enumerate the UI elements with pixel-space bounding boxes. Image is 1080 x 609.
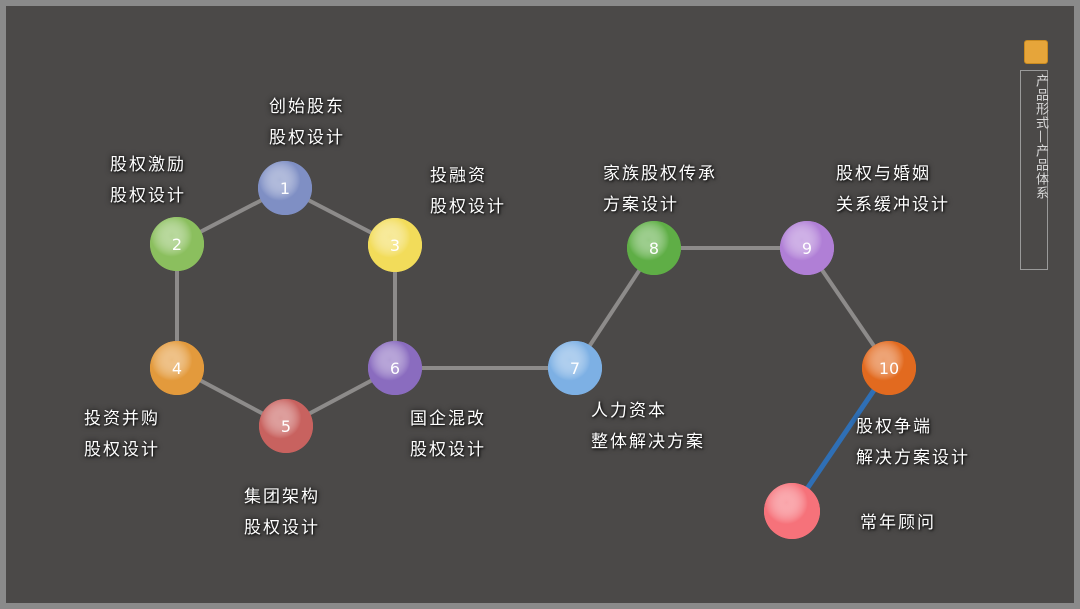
node-shine-3 <box>368 218 422 272</box>
node-shine-8 <box>627 221 681 275</box>
sidebar-title: 产品形式 <box>1033 74 1048 130</box>
node-shine-2 <box>150 217 204 271</box>
node-caption-9: 股权与婚姻关系缓冲设计 <box>836 159 950 221</box>
caption-line: 整体解决方案 <box>591 432 705 452</box>
node-caption-1: 创始股东股权设计 <box>269 92 345 154</box>
caption-line: 人力资本 <box>591 401 667 421</box>
node-number-8: 8 <box>649 239 659 258</box>
caption-line: 股权设计 <box>410 440 486 460</box>
caption-line: 股权与婚姻 <box>836 164 931 184</box>
node-shine-11 <box>764 483 820 539</box>
node-shine-5 <box>259 399 313 453</box>
caption-line: 关系缓冲设计 <box>836 195 950 215</box>
caption-line: 投资并购 <box>84 409 160 429</box>
node-caption-5: 集团架构股权设计 <box>244 482 320 544</box>
node-9: 9 <box>780 221 834 275</box>
node-caption-7: 人力资本整体解决方案 <box>591 396 705 458</box>
node-2: 2 <box>150 217 204 271</box>
caption-line: 解决方案设计 <box>856 448 970 468</box>
sidebar-frame <box>1020 70 1048 270</box>
caption-line: 家族股权传承 <box>603 164 717 184</box>
accent-square <box>1024 40 1048 64</box>
node-shine-10 <box>862 341 916 395</box>
node-shine-6 <box>368 341 422 395</box>
node-10: 10 <box>862 341 916 395</box>
node-shine-9 <box>780 221 834 275</box>
caption-line: 常年顾问 <box>860 513 936 533</box>
node-number-3: 3 <box>390 236 400 255</box>
node-caption-8: 家族股权传承方案设计 <box>603 159 717 221</box>
caption-line: 股权设计 <box>84 440 160 460</box>
caption-line: 集团架构 <box>244 487 320 507</box>
caption-line: 股权设计 <box>110 186 186 206</box>
node-7: 7 <box>548 341 602 395</box>
node-4: 4 <box>150 341 204 395</box>
caption-line: 股权设计 <box>430 197 506 217</box>
caption-line: 股权设计 <box>269 128 345 148</box>
node-11 <box>764 483 820 539</box>
sidebar-divider: — <box>1033 130 1048 144</box>
node-number-10: 10 <box>879 359 899 378</box>
node-number-5: 5 <box>281 417 291 436</box>
node-number-1: 1 <box>280 179 290 198</box>
caption-line: 方案设计 <box>603 195 679 215</box>
node-5: 5 <box>259 399 313 453</box>
node-caption-4: 投资并购股权设计 <box>84 404 160 466</box>
caption-line: 股权激励 <box>110 155 186 175</box>
node-caption-11: 常年顾问 <box>860 508 936 539</box>
node-number-9: 9 <box>802 239 812 258</box>
edge-10-11 <box>789 366 892 513</box>
equity-product-network: 1 2 3 4 5 6 7 8 9 10 <box>150 161 916 539</box>
caption-line: 股权设计 <box>244 518 320 538</box>
node-number-2: 2 <box>172 235 182 254</box>
node-number-6: 6 <box>390 359 400 378</box>
node-8: 8 <box>627 221 681 275</box>
sidebar-caption: 产品形式—产品体系 <box>1020 74 1048 200</box>
node-shine-4 <box>150 341 204 395</box>
caption-line: 国企混改 <box>410 409 486 429</box>
node-number-4: 4 <box>172 359 182 378</box>
node-3: 3 <box>368 218 422 272</box>
caption-line: 投融资 <box>430 166 487 186</box>
node-shine-1 <box>258 161 312 215</box>
node-6: 6 <box>368 341 422 395</box>
node-caption-2: 股权激励股权设计 <box>110 150 186 212</box>
caption-line: 股权争端 <box>856 417 932 437</box>
node-shine-7 <box>548 341 602 395</box>
node-number-7: 7 <box>570 359 580 378</box>
node-caption-10: 股权争端解决方案设计 <box>856 412 970 474</box>
node-caption-6: 国企混改股权设计 <box>410 404 486 466</box>
node-1: 1 <box>258 161 312 215</box>
sidebar-subtitle: 产品体系 <box>1033 144 1048 200</box>
node-caption-3: 投融资股权设计 <box>430 161 506 223</box>
caption-line: 创始股东 <box>269 97 345 117</box>
